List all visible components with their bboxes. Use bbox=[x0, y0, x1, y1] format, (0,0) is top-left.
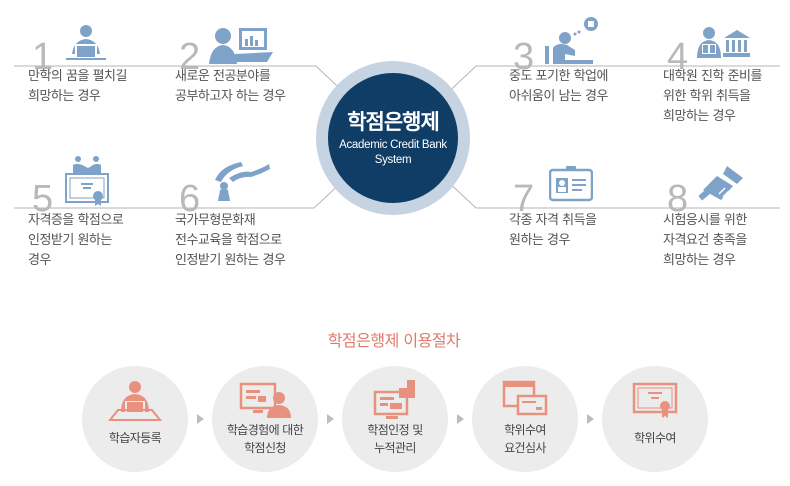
center-subtitle-line2: System bbox=[374, 153, 412, 166]
person-studying-thought-icon bbox=[545, 17, 598, 64]
person-laptop-icon bbox=[66, 25, 106, 60]
diploma-certificate-icon bbox=[632, 382, 678, 418]
arrow-icon bbox=[197, 414, 204, 424]
process-step-5: 학위수여 bbox=[602, 366, 708, 472]
bottom-right-line bbox=[443, 177, 780, 209]
ribbon-dancer-icon bbox=[215, 162, 270, 201]
case-number: 8 bbox=[667, 178, 688, 220]
case-number: 6 bbox=[179, 178, 200, 220]
case-number: 5 bbox=[32, 178, 53, 220]
arrow-icon bbox=[457, 414, 464, 424]
center-badge: 학점은행제 Academic Credit Bank System bbox=[328, 73, 458, 203]
person-desk-laptop-icon bbox=[108, 381, 162, 421]
handshake-icon bbox=[699, 166, 743, 201]
center-subtitle-line1: Academic Credit Bank bbox=[339, 138, 447, 151]
windows-review-icon bbox=[502, 380, 548, 416]
monitor-accumulate-icon bbox=[373, 380, 415, 419]
screen-person-icon bbox=[239, 382, 291, 418]
arrow-icon bbox=[327, 414, 334, 424]
case-number: 4 bbox=[667, 36, 688, 78]
case-number: 3 bbox=[513, 36, 534, 78]
step-label: 학습자등록 bbox=[108, 431, 162, 445]
case-number: 7 bbox=[513, 178, 534, 220]
handshake-certificate-icon bbox=[65, 156, 109, 206]
arrow-icon bbox=[587, 414, 594, 424]
person-monitor-chart-icon bbox=[209, 28, 273, 64]
center-title: 학점은행제 bbox=[347, 109, 440, 134]
person-reading-university-icon bbox=[697, 27, 750, 58]
id-badge-icon bbox=[549, 166, 593, 202]
process-title: 학점은행제 이용절차 bbox=[327, 331, 461, 350]
step-label: 학위수여 bbox=[634, 431, 676, 445]
case-number: 1 bbox=[32, 36, 53, 78]
process-step-1: 학습자등록 bbox=[82, 366, 188, 472]
case-number: 2 bbox=[179, 36, 200, 78]
